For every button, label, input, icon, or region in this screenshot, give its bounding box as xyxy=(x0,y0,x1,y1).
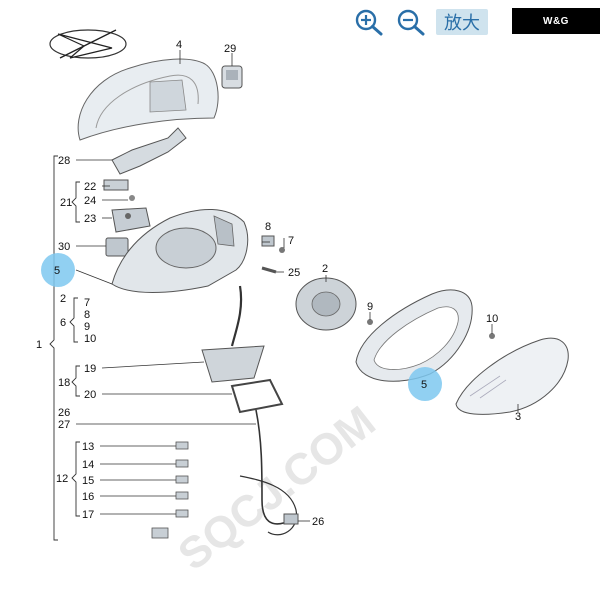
part-8-clip xyxy=(261,235,275,247)
part-26-connector xyxy=(283,513,299,525)
callout-27: 27 xyxy=(58,419,70,431)
zoom-out-icon xyxy=(397,9,425,36)
zoom-in-button[interactable] xyxy=(352,7,386,37)
zoom-out-button[interactable] xyxy=(394,7,428,37)
callout-18: 18 xyxy=(58,377,70,389)
part-24-screw xyxy=(129,195,135,201)
part-mirror-cover xyxy=(77,58,219,141)
callout-6: 6 xyxy=(60,317,66,329)
part-16-terminal xyxy=(175,491,189,500)
callout-4: 4 xyxy=(176,39,182,51)
callout-30: 30 xyxy=(58,241,70,253)
callout-1: 1 xyxy=(36,339,42,351)
callout-26b: 26 xyxy=(312,516,324,528)
part-3-mirror-glass xyxy=(455,337,569,415)
callout-21: 21 xyxy=(60,197,72,209)
callout-10b: 10 xyxy=(486,313,498,325)
callout-2b: 2 xyxy=(322,263,328,275)
callout-28: 28 xyxy=(58,155,70,167)
grouping-brackets xyxy=(49,155,80,541)
part-25-screw xyxy=(261,266,277,274)
part-28-bracket xyxy=(111,127,187,175)
callout-12: 12 xyxy=(56,473,68,485)
callout-3: 3 xyxy=(515,411,521,423)
part-14-terminal xyxy=(175,459,189,468)
brand-logo: W&G xyxy=(512,8,600,34)
callout-23: 23 xyxy=(84,213,96,225)
callout-10a: 10 xyxy=(84,333,96,345)
part-22-clip xyxy=(103,179,129,191)
part-18-gasket xyxy=(201,345,265,383)
callout-13: 13 xyxy=(82,441,94,453)
callout-15: 15 xyxy=(82,475,94,487)
callout-7a: 7 xyxy=(84,297,90,309)
part-20-bracket xyxy=(230,378,284,414)
highlight-circle-left xyxy=(41,253,75,287)
part-7-screw xyxy=(279,247,285,253)
callout-9a: 9 xyxy=(84,321,90,333)
callout-25: 25 xyxy=(288,267,300,279)
callout-5a: 5 xyxy=(54,265,60,277)
callout-8a: 8 xyxy=(84,309,90,321)
part-15-terminal xyxy=(175,475,189,484)
leader-lines xyxy=(75,159,493,522)
callout-19: 19 xyxy=(84,363,96,375)
highlight-circle-right xyxy=(408,367,442,401)
callout-20: 20 xyxy=(84,389,96,401)
callout-8b: 8 xyxy=(265,221,271,233)
callout-9b: 9 xyxy=(367,301,373,313)
callout-29: 29 xyxy=(224,43,236,55)
part-9-screw xyxy=(367,319,373,325)
part-2-adjuster-disc xyxy=(295,277,357,331)
orientation-symbol xyxy=(49,29,127,59)
brand-logo-text: W&G xyxy=(543,15,569,27)
viewer-toolbar: 放大 xyxy=(352,6,488,38)
callout-17: 17 xyxy=(82,509,94,521)
part-17-terminal xyxy=(175,509,189,518)
callout-26a: 26 xyxy=(58,407,70,419)
part-5-housing-base xyxy=(111,209,249,293)
part-plug xyxy=(151,527,169,539)
callout-16: 16 xyxy=(82,491,94,503)
part-29-clip xyxy=(221,65,243,89)
part-23-motor xyxy=(111,207,151,233)
zoom-in-icon xyxy=(355,9,383,36)
part-10-screw xyxy=(489,333,495,339)
callout-2a: 2 xyxy=(60,293,66,305)
zoom-label-button[interactable]: 放大 xyxy=(436,9,488,35)
callout-24: 24 xyxy=(84,195,96,207)
callout-5b: 5 xyxy=(421,379,427,391)
callout-7b: 7 xyxy=(288,235,294,247)
part-5-frame-bezel xyxy=(355,289,473,382)
callout-14: 14 xyxy=(82,459,94,471)
part-13-terminal xyxy=(175,441,189,450)
part-30-connector xyxy=(105,237,129,257)
callout-22: 22 xyxy=(84,181,96,193)
